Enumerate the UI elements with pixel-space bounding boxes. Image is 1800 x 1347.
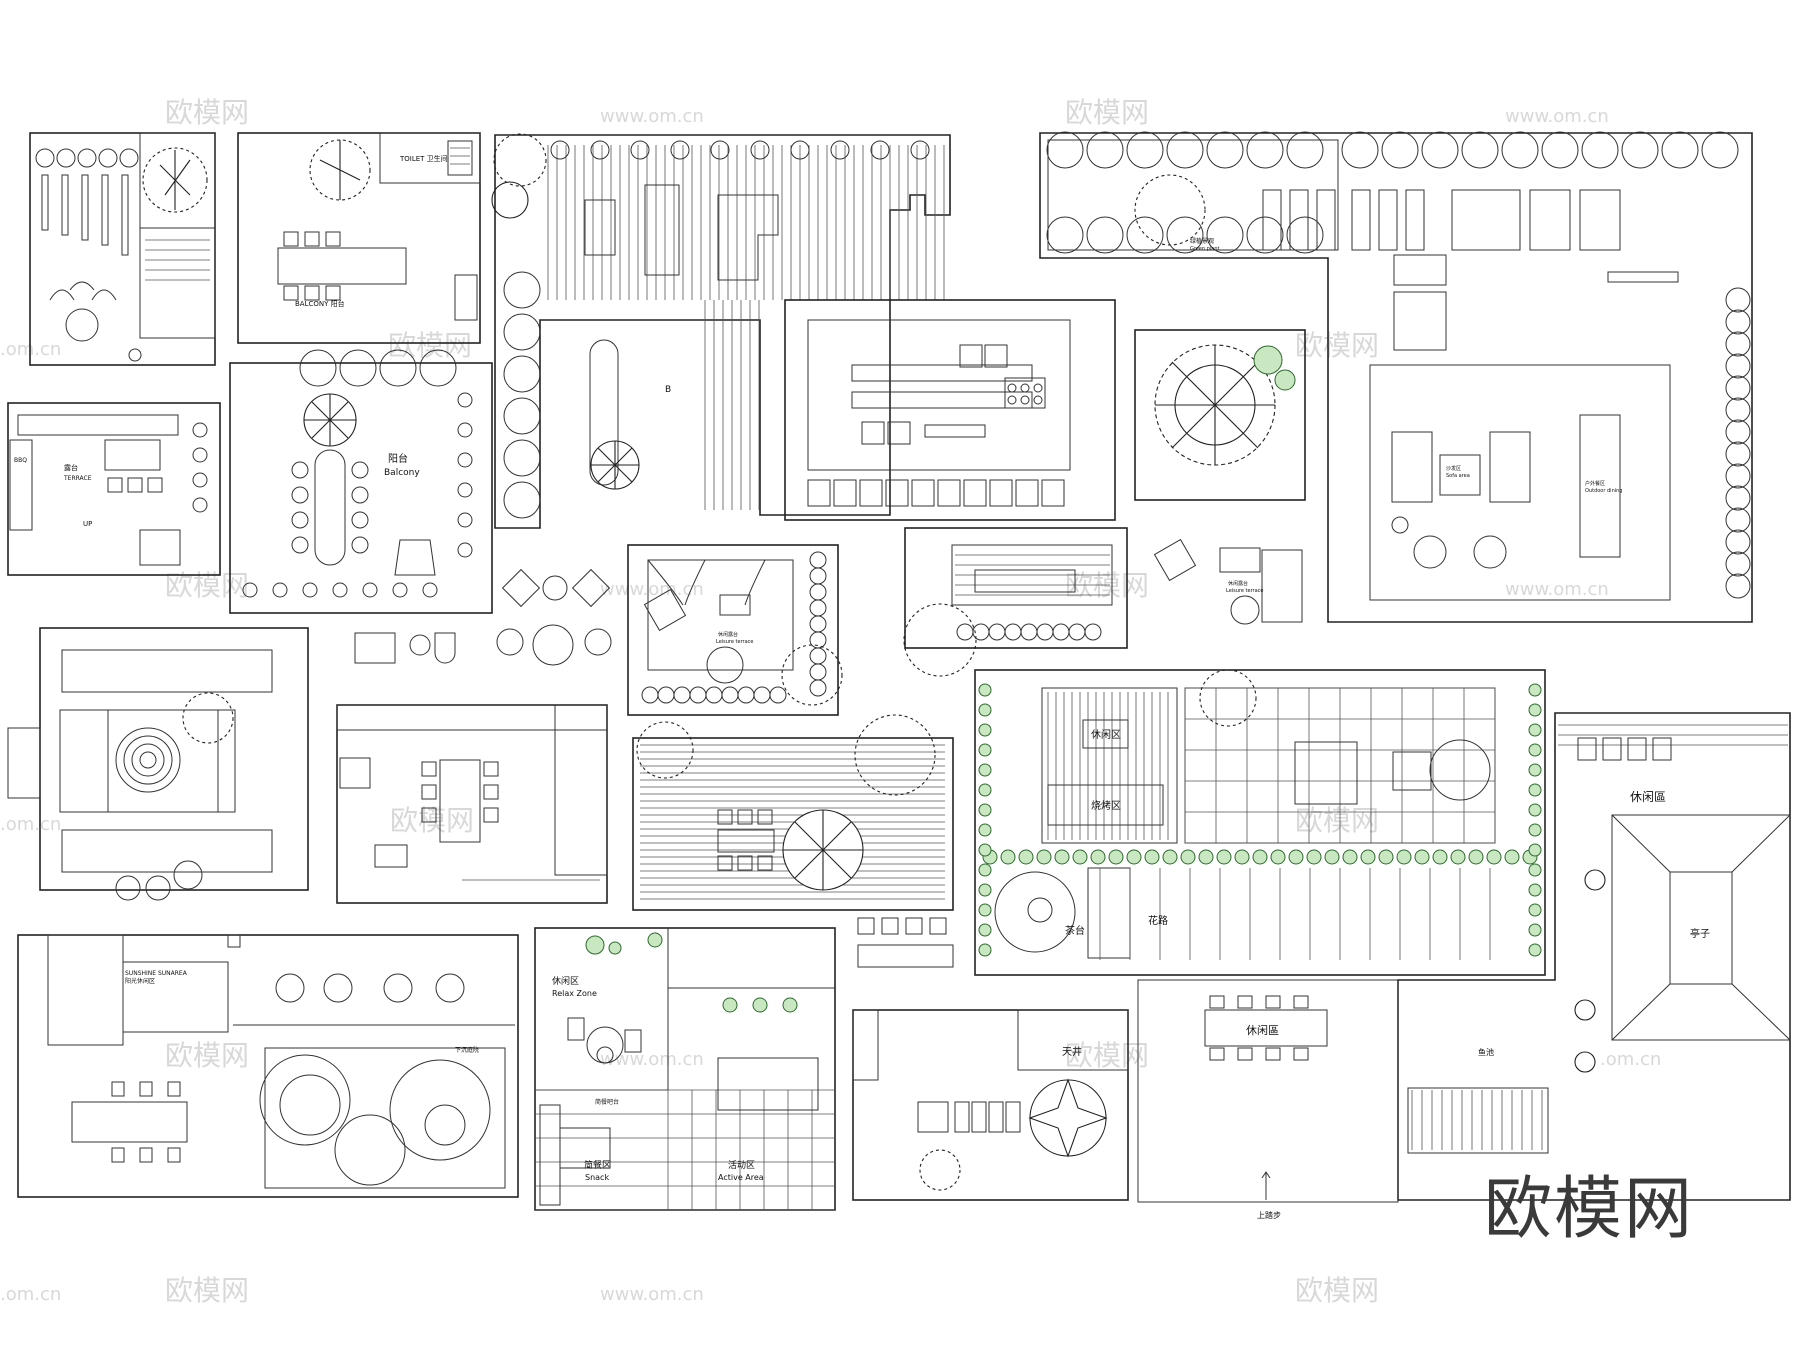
plan-lounge-bar bbox=[784, 299, 1116, 521]
plan-umbrella-deck bbox=[632, 714, 954, 911]
plan-balcony-toilet: TOILET 卫生间 BALCONY 阳台 bbox=[237, 132, 481, 344]
watermark-text: 欧模网 bbox=[388, 329, 472, 362]
label-courtyard: 天井 bbox=[1062, 1045, 1082, 1058]
watermark-text: 欧模网 bbox=[165, 1274, 249, 1307]
watermark-text: 欧模网 bbox=[1295, 804, 1379, 837]
label-tea-table: 茶台 bbox=[1065, 924, 1085, 937]
umbrella-icon bbox=[303, 393, 357, 447]
label-terrace-cn: 露台 bbox=[64, 463, 78, 472]
label-leisure-cn: 休闲露台 bbox=[1228, 580, 1248, 587]
watermarks: 欧模网 www.om.cn 欧模网 www.om.cn .om.cn 欧模网 欧… bbox=[0, 96, 1661, 1307]
label-fish-pond: 鱼池 bbox=[1478, 1047, 1494, 1057]
label-leisure-zone: 休闲區 bbox=[1246, 1023, 1279, 1037]
label-bbq: BBQ bbox=[14, 457, 27, 464]
label-green-plant: 绿植景观 bbox=[1190, 237, 1214, 245]
plan-dining-kitchen bbox=[336, 704, 608, 904]
label-snack-en: Snack bbox=[585, 1173, 609, 1182]
watermark-text: www.om.cn bbox=[600, 579, 704, 600]
tree-icon bbox=[142, 147, 208, 213]
plan-terrace-lounge bbox=[29, 132, 216, 366]
label-balcony-small: BALCONY 阳台 bbox=[295, 299, 345, 308]
tree-icon bbox=[636, 714, 936, 796]
watermark-text: 欧模网 bbox=[1295, 329, 1379, 362]
watermark-text: www.om.cn bbox=[1505, 579, 1609, 600]
watermark-text: .om.cn bbox=[0, 1284, 61, 1305]
watermark-text: 欧模网 bbox=[165, 1039, 249, 1072]
watermark-text: 欧模网 bbox=[165, 96, 249, 129]
label-sunshine-cn: 阳光休闲区 bbox=[125, 977, 155, 985]
umbrella-icon bbox=[1028, 1078, 1108, 1158]
label-leisure-cn: 休闲露台 bbox=[718, 631, 738, 638]
label-steps-up: 上踏步 bbox=[1257, 1210, 1281, 1220]
plan-lounge-deck bbox=[903, 527, 1128, 677]
watermark-text: www.om.cn bbox=[600, 1284, 704, 1305]
watermark-text: .om.cn bbox=[0, 814, 61, 835]
tree-icon bbox=[903, 603, 977, 677]
plan-sunshine-sunken: SUNSHINE SUNAREA 阳光休闲区 下沉庭院 bbox=[17, 934, 519, 1198]
tree-icon bbox=[781, 644, 843, 706]
label-active-cn: 活动区 bbox=[728, 1159, 755, 1171]
label-up: UP bbox=[83, 520, 92, 528]
label-leisure-zone: 休闲區 bbox=[1630, 790, 1666, 804]
plan-furniture-loose bbox=[354, 568, 612, 666]
watermark-text: 欧模网 bbox=[1065, 1039, 1149, 1072]
plan-leisure-terrace-2: 休闲露台 Leisure terrace bbox=[1153, 538, 1303, 625]
plan-central-garden: 休闲区 烧烤区 花路 茶台 bbox=[974, 669, 1546, 976]
tree-icon bbox=[182, 692, 234, 744]
tree-icon bbox=[919, 1149, 961, 1191]
tree-icon bbox=[1154, 344, 1276, 466]
label-pavilion: 亭子 bbox=[1690, 927, 1710, 940]
label-b-mark: B bbox=[665, 385, 671, 395]
tree-icon bbox=[1574, 869, 1606, 1073]
label-snack-cn: 简餐区 bbox=[584, 1159, 611, 1171]
plan-courtyard-zen bbox=[7, 627, 309, 901]
tree-icon bbox=[491, 133, 547, 219]
plan-circular-garden bbox=[1134, 329, 1306, 501]
plan-terrace-bbq: BBQ 露台 TERRACE UP bbox=[7, 402, 221, 576]
plan-pavilion-pond: 休闲區 亭子 休闲區 鱼池 上踏步 bbox=[1137, 712, 1791, 1220]
tree-icon bbox=[309, 139, 371, 201]
watermark-text: 欧模网 bbox=[390, 804, 474, 837]
plan-courtyard-star: 天井 bbox=[852, 917, 1129, 1201]
label-bar-counter: 简餐吧台 bbox=[595, 1098, 619, 1106]
tree-icon bbox=[1199, 669, 1257, 727]
label-sofa-area: 沙发区 bbox=[1446, 465, 1461, 472]
label-relax-en: Relax Zone bbox=[552, 989, 597, 998]
watermark-text: www.om.cn bbox=[600, 1049, 704, 1070]
label-outdoor-dining: 户外餐区 bbox=[1585, 480, 1605, 487]
label-outdoor-dining-en: Outdoor dining bbox=[1585, 488, 1622, 494]
watermark-text: 欧模网 bbox=[1295, 1274, 1379, 1307]
umbrella-icon bbox=[590, 440, 640, 490]
plan-leisure-terrace: 休闲露台 Leisure terrace bbox=[627, 544, 843, 716]
label-balcony-cn: 阳台 bbox=[388, 452, 408, 465]
watermark-text: 欧模网 bbox=[1065, 96, 1149, 129]
label-toilet: TOILET 卫生间 bbox=[399, 154, 448, 163]
label-bbq-area: 烧烤区 bbox=[1091, 799, 1121, 812]
umbrella-icon bbox=[782, 809, 864, 891]
plan-wood-deck: B bbox=[491, 133, 951, 529]
label-sunken-cn: 下沉庭院 bbox=[455, 1046, 479, 1054]
label-sunshine-area: SUNSHINE SUNAREA bbox=[125, 970, 188, 977]
label-leisure-en: Leisure terrace bbox=[716, 639, 754, 645]
tree-icon bbox=[1134, 174, 1206, 246]
watermark-text: 欧模网 bbox=[165, 569, 249, 602]
label-green-plant-en: Green plant bbox=[1190, 246, 1220, 252]
label-relax-cn: 休闲区 bbox=[552, 975, 579, 987]
plan-sofa-outdoor-dining: 绿植景观 Green plant 沙发区 Sofa area 户外餐区 Outd… bbox=[1039, 131, 1753, 623]
label-balcony-en: Balcony bbox=[384, 468, 420, 478]
label-sofa-area-en: Sofa area bbox=[1446, 473, 1470, 479]
label-flower-path: 花路 bbox=[1148, 914, 1168, 927]
brand-watermark-logo: 欧模网 bbox=[1483, 1170, 1694, 1249]
label-rest-area: 休闲区 bbox=[1091, 728, 1121, 741]
watermark-text: .om.cn bbox=[1600, 1049, 1661, 1070]
plan-relax-snack-active: 休闲区 Relax Zone 简餐吧台 简餐区 Snack 活动区 Active… bbox=[534, 927, 836, 1211]
label-terrace-en: TERRACE bbox=[63, 475, 92, 482]
label-active-en: Active Area bbox=[718, 1173, 764, 1182]
label-leisure-en: Leisure terrace bbox=[1226, 588, 1264, 594]
watermark-text: 欧模网 bbox=[1065, 569, 1149, 602]
watermark-text: www.om.cn bbox=[600, 106, 704, 127]
plan-balcony-dining: 阳台 Balcony bbox=[229, 349, 493, 614]
watermark-text: www.om.cn bbox=[1505, 106, 1609, 127]
